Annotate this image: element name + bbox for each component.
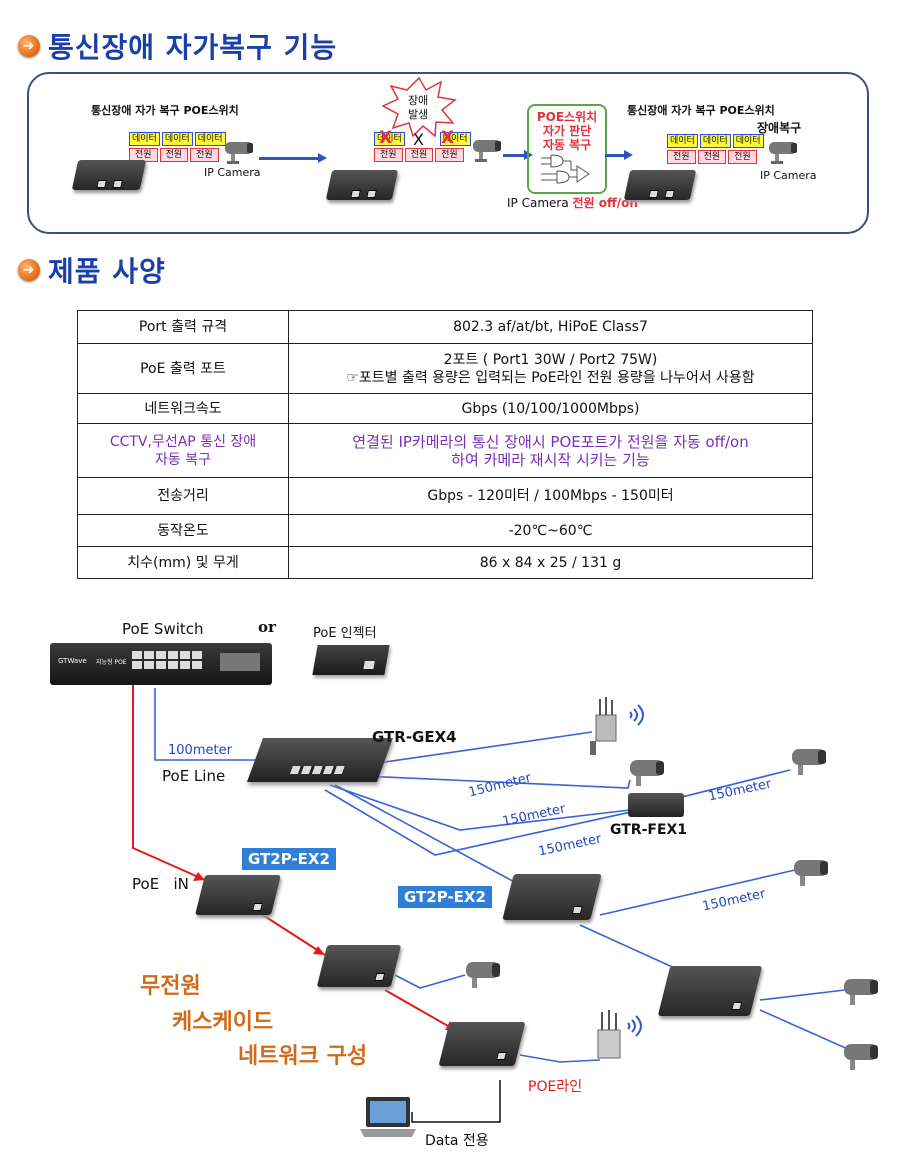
poe-injector-icon — [312, 645, 390, 675]
spec-key: Port 출력 규격 — [77, 310, 289, 344]
spec-value: 연결된 IP카메라의 통신 장애시 POE포트가 전원을 자동 off/on 하… — [288, 423, 813, 478]
cascade-text-2: 케스케이드 — [172, 1010, 274, 1035]
onoff-label: IP Camera 전원 off/on — [507, 196, 638, 210]
switch-label: 통신장애 자가 복구 POE스위치 — [91, 104, 239, 117]
ex2-device-icon — [316, 945, 402, 987]
camera-label: IP Camera — [204, 166, 261, 179]
ex2-badge: GT2P-EX2 — [398, 886, 492, 908]
ip-camera-icon — [630, 760, 664, 786]
table-row: 전송거리 Gbps - 120미터 / 100Mbps - 150미터 — [77, 477, 813, 515]
ip-camera-icon — [844, 1044, 878, 1070]
ip-camera-icon — [792, 749, 826, 775]
fex1-device-icon — [628, 793, 684, 817]
data-chips-fault: 데이터 데이터 데이터 — [374, 132, 471, 146]
spec-value: 86 x 84 x 25 / 131 g — [288, 546, 813, 579]
spec-value: Gbps - 120미터 / 100Mbps - 150미터 — [288, 477, 813, 515]
camera-label: IP Camera — [760, 169, 817, 182]
ex2-device-icon — [195, 875, 281, 915]
ex2-device-icon — [657, 966, 763, 1016]
logic-box: POE스위치 자가 판단 자동 복구 — [527, 104, 607, 194]
data-only-label: Data 전용 — [425, 1133, 489, 1149]
cascade-text-1: 무전원 — [140, 974, 201, 999]
ip-camera-icon — [473, 140, 501, 162]
wireless-ap-icon — [597, 1010, 642, 1059]
fault-x-mark-icon: X — [413, 130, 424, 149]
fault-text-2: 발생 — [408, 108, 429, 121]
ex2-device-icon — [502, 874, 602, 920]
wireless-ap-icon — [590, 697, 644, 755]
data-chips: 데이터 데이터 데이터 — [667, 134, 764, 148]
fault-x-mark-icon: X — [441, 128, 455, 148]
or-label: or — [258, 618, 276, 636]
spec-value: 2포트 ( Port1 30W / Port2 75W) ☞포트별 출력 용량은… — [288, 343, 813, 394]
spec-table: Port 출력 규격 802.3 af/at/bt, HiPoE Class7 … — [77, 310, 813, 579]
distance-label: 100meter — [168, 743, 232, 758]
fex1-label: GTR-FEX1 — [610, 822, 688, 838]
ip-camera-icon — [794, 860, 828, 886]
poe-switch-device-icon: GTWave 지능형 POE — [50, 643, 272, 685]
ip-camera-icon — [844, 979, 878, 1005]
section-title-spec: ➔ 제품 사양 — [18, 250, 166, 290]
arrow-bullet-icon: ➔ — [18, 259, 40, 281]
injector-label: PoE 인젝터 — [313, 626, 377, 641]
laptop-icon — [360, 1097, 416, 1137]
gex4-label: GTR-GEX4 — [372, 728, 457, 746]
spec-key: CCTV,무선AP 통신 장애 자동 복구 — [77, 423, 289, 478]
cascade-text-3: 네트워크 구성 — [238, 1044, 368, 1069]
ip-camera-icon — [769, 142, 797, 164]
power-chips: 전원 전원 전원 — [667, 150, 757, 164]
poe-rain-label: POE라인 — [528, 1079, 583, 1095]
flow-arrow-icon — [259, 153, 327, 163]
data-chips: 데이터 데이터 데이터 — [129, 132, 226, 146]
spec-key: 전송거리 — [77, 477, 289, 515]
arrow-bullet-icon: ➔ — [18, 35, 40, 57]
ex2-badge: GT2P-EX2 — [242, 848, 336, 870]
recover-label: 장애복구 — [757, 121, 802, 135]
flow-arrow-icon — [605, 150, 633, 160]
ex2-device-icon — [438, 1022, 526, 1066]
power-chips-fault: 전원 전원 전원 — [374, 148, 464, 162]
poe-in-label: PoE iN — [132, 875, 189, 893]
ip-camera-icon — [225, 142, 253, 164]
poe-switch-label: PoE Switch — [122, 620, 204, 638]
spec-value: -20℃~60℃ — [288, 514, 813, 547]
fault-burst-icon — [381, 76, 457, 138]
fault-x-mark-icon: X — [379, 128, 393, 148]
self-recovery-diagram: 통신장애 자가 복구 POE스위치 데이터 데이터 데이터 전원 전원 전원 I… — [27, 72, 869, 234]
switch-label: 통신장애 자가 복구 POE스위치 — [627, 104, 775, 117]
table-row: CCTV,무선AP 통신 장애 자동 복구 연결된 IP카메라의 통신 장애시 … — [77, 423, 813, 478]
table-row: PoE 출력 포트 2포트 ( Port1 30W / Port2 75W) ☞… — [77, 343, 813, 394]
spec-key: 네트워크속도 — [77, 393, 289, 424]
ip-camera-icon — [466, 962, 500, 988]
fault-text-1: 장애 — [408, 94, 429, 107]
logic-gate-icon — [541, 154, 590, 184]
power-chips: 전원 전원 전원 — [129, 148, 219, 162]
table-row: 치수(mm) 및 무게 86 x 84 x 25 / 131 g — [77, 546, 813, 579]
poe-line-label: PoE Line — [162, 767, 226, 785]
section-title-self-recovery: ➔ 통신장애 자가복구 기능 — [18, 26, 337, 66]
